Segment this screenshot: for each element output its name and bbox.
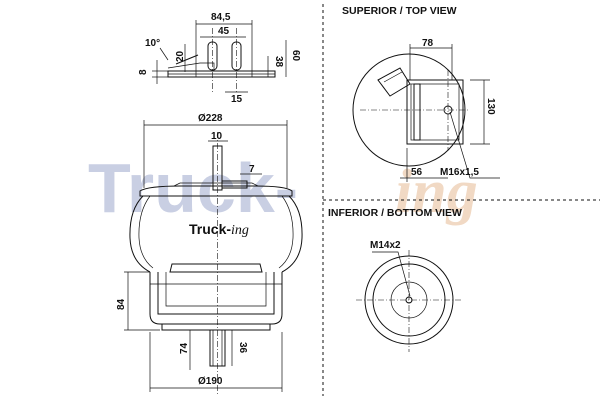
dim-10-degrees: 10° [145,38,160,49]
bracket-detail: 84,5 45 10° 20 8 60 38 15 [138,12,301,105]
piston [149,272,283,325]
dim-60: 60 [290,50,301,62]
dim-38: 38 [273,56,284,68]
dim-84: 84 [116,298,127,310]
bracket-tab [377,67,411,97]
dim-78: 78 [422,38,434,49]
dim-56: 56 [411,167,423,178]
bellow-right [281,195,303,273]
dim-8: 8 [138,69,149,75]
top-view: SUPERIOR / TOP VIEW 78 130 56 M16x1,5 [342,5,500,182]
dim-20: 20 [175,50,186,62]
side-view: Ø228 10 7 Truck-ing [116,113,303,396]
bottom-view-heading: INFERIOR / BOTTOM VIEW [328,207,462,219]
dim-10: 10 [211,131,223,142]
bellow-left [129,195,151,273]
watermark: Truck- ing [88,149,478,227]
thread-m14: M14x2 [370,240,401,251]
watermark-text: Truck- [88,149,298,227]
thread-m16: M16x1,5 [440,167,479,178]
dim-15: 15 [231,94,243,105]
bottom-view: INFERIOR / BOTTOM VIEW M14x2 [328,207,462,352]
dim-130: 130 [485,98,496,115]
watermark-script: ing [395,158,478,226]
top-plate [406,79,464,145]
lower-stud [209,329,226,367]
air-inlet [443,105,453,115]
dim-7: 7 [249,164,255,175]
logo: Truck-ing [189,221,249,238]
dim-84-5: 84,5 [211,12,231,23]
dim-diameter-190: Ø190 [198,376,223,387]
dim-74: 74 [179,342,190,354]
dim-45: 45 [218,26,230,37]
dim-diameter-228: Ø228 [198,113,223,124]
top-view-heading: SUPERIOR / TOP VIEW [342,5,457,17]
dim-36: 36 [237,342,248,354]
